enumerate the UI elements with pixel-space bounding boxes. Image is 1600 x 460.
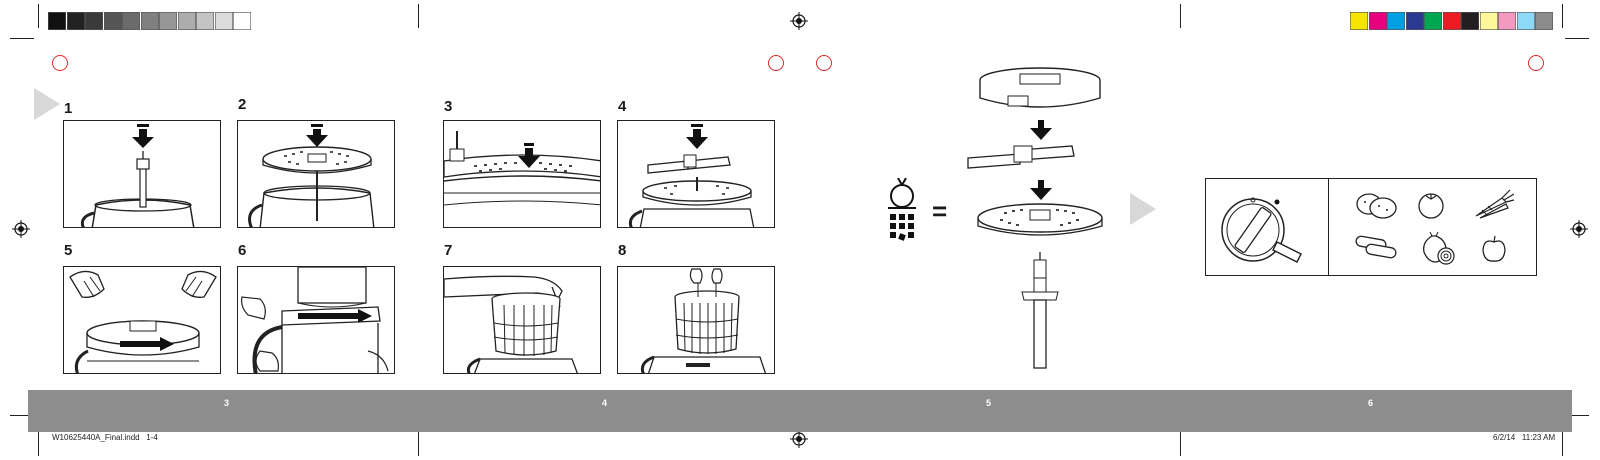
color-swatch	[1479, 12, 1498, 30]
gray-swatch	[233, 12, 251, 30]
crop-mark	[1180, 4, 1181, 28]
gray-swatch	[140, 12, 159, 30]
page-arrow-icon	[1130, 193, 1156, 225]
gray-swatch	[159, 12, 177, 30]
page-number: 6	[1368, 398, 1374, 408]
color-swatch	[1424, 12, 1442, 30]
step-number: 5	[64, 242, 73, 259]
registration-target-icon	[1570, 220, 1588, 238]
step-4-illustration	[617, 120, 775, 228]
apple-icon	[1482, 235, 1506, 262]
potato-icon	[1356, 193, 1397, 219]
equals-sign: =	[932, 196, 948, 226]
disc-arrow-icon	[444, 131, 600, 206]
crop-mark	[1562, 432, 1563, 456]
crop-mark	[1565, 38, 1589, 39]
dicing-kit-assembled-icon	[640, 268, 767, 373]
carrot-icon	[1475, 189, 1515, 219]
gray-swatch	[214, 12, 233, 30]
dicing-assembly-diagram	[967, 67, 1103, 369]
gray-swatch	[103, 12, 122, 30]
color-swatch	[1368, 12, 1387, 30]
color-swatch	[1461, 12, 1479, 30]
step-7-illustration	[443, 266, 601, 374]
registration-target-icon	[790, 12, 808, 30]
spindle-insert-icon	[80, 124, 195, 227]
color-swatch	[1405, 12, 1424, 30]
gray-swatch	[196, 12, 214, 30]
tomato-icon	[1418, 193, 1444, 219]
gray-swatch	[122, 12, 140, 30]
lid-twist-icon	[69, 270, 217, 373]
blade-insert-icon	[628, 124, 755, 227]
step-3-illustration	[443, 120, 601, 228]
gray-swatch	[85, 12, 103, 30]
crop-mark	[418, 432, 419, 456]
crop-mark	[1180, 432, 1181, 456]
step-2-illustration	[237, 120, 395, 228]
dicing-food-icon	[888, 178, 916, 241]
step-number: 7	[444, 242, 453, 259]
page-corner-mark	[768, 55, 784, 71]
step-6-illustration	[237, 266, 395, 374]
step-number: 3	[444, 98, 453, 115]
crop-mark	[38, 432, 39, 456]
crop-mark	[1562, 4, 1563, 28]
page-corner-mark	[816, 55, 832, 71]
color-swatch	[1516, 12, 1535, 30]
page-arrow-icon	[34, 88, 60, 120]
step-number: 8	[618, 242, 627, 259]
step-number: 1	[64, 100, 73, 117]
disc-insert-icon	[248, 124, 375, 227]
page-number: 4	[602, 398, 608, 408]
table-divider	[1328, 179, 1330, 275]
gray-swatch	[177, 12, 196, 30]
step-number: 2	[238, 96, 247, 113]
color-swatch	[1442, 12, 1461, 30]
crop-mark	[38, 4, 39, 28]
color-swatch	[1387, 12, 1405, 30]
page-corner-mark	[1528, 55, 1544, 71]
gray-swatch	[48, 12, 66, 30]
gray-swatch	[66, 12, 85, 30]
registration-target-icon	[790, 430, 808, 448]
color-swatch	[1350, 12, 1368, 30]
crop-mark	[10, 38, 34, 39]
cucumber-icon	[1355, 235, 1397, 259]
step-number: 4	[618, 98, 627, 115]
color-calibration-bar	[1350, 0, 1560, 40]
crop-mark	[418, 4, 419, 28]
file-slug: W10625440A_Final.indd 1-4	[52, 433, 158, 442]
step-8-illustration	[617, 266, 775, 374]
speed-food-table	[1205, 178, 1537, 276]
step-1-illustration	[63, 120, 221, 228]
date-slug: 6/2/14 11:23 AM	[1493, 433, 1556, 442]
page-corner-mark	[52, 55, 68, 71]
color-swatch	[1535, 12, 1553, 30]
step-5-illustration	[63, 266, 221, 374]
speed-dial-icon	[1221, 197, 1302, 263]
page-number: 3	[224, 398, 230, 408]
crop-mark	[10, 415, 34, 416]
grayscale-calibration-bar	[48, 0, 251, 40]
color-swatch	[1498, 12, 1516, 30]
pusher-insert-icon	[444, 275, 578, 373]
step-number: 6	[238, 242, 247, 259]
onion-icon	[1423, 232, 1455, 265]
registration-target-icon	[12, 220, 30, 238]
crop-mark	[1565, 415, 1589, 416]
page-number: 5	[986, 398, 992, 408]
bowl-lock-icon	[241, 267, 389, 373]
footer-band	[28, 390, 1572, 432]
